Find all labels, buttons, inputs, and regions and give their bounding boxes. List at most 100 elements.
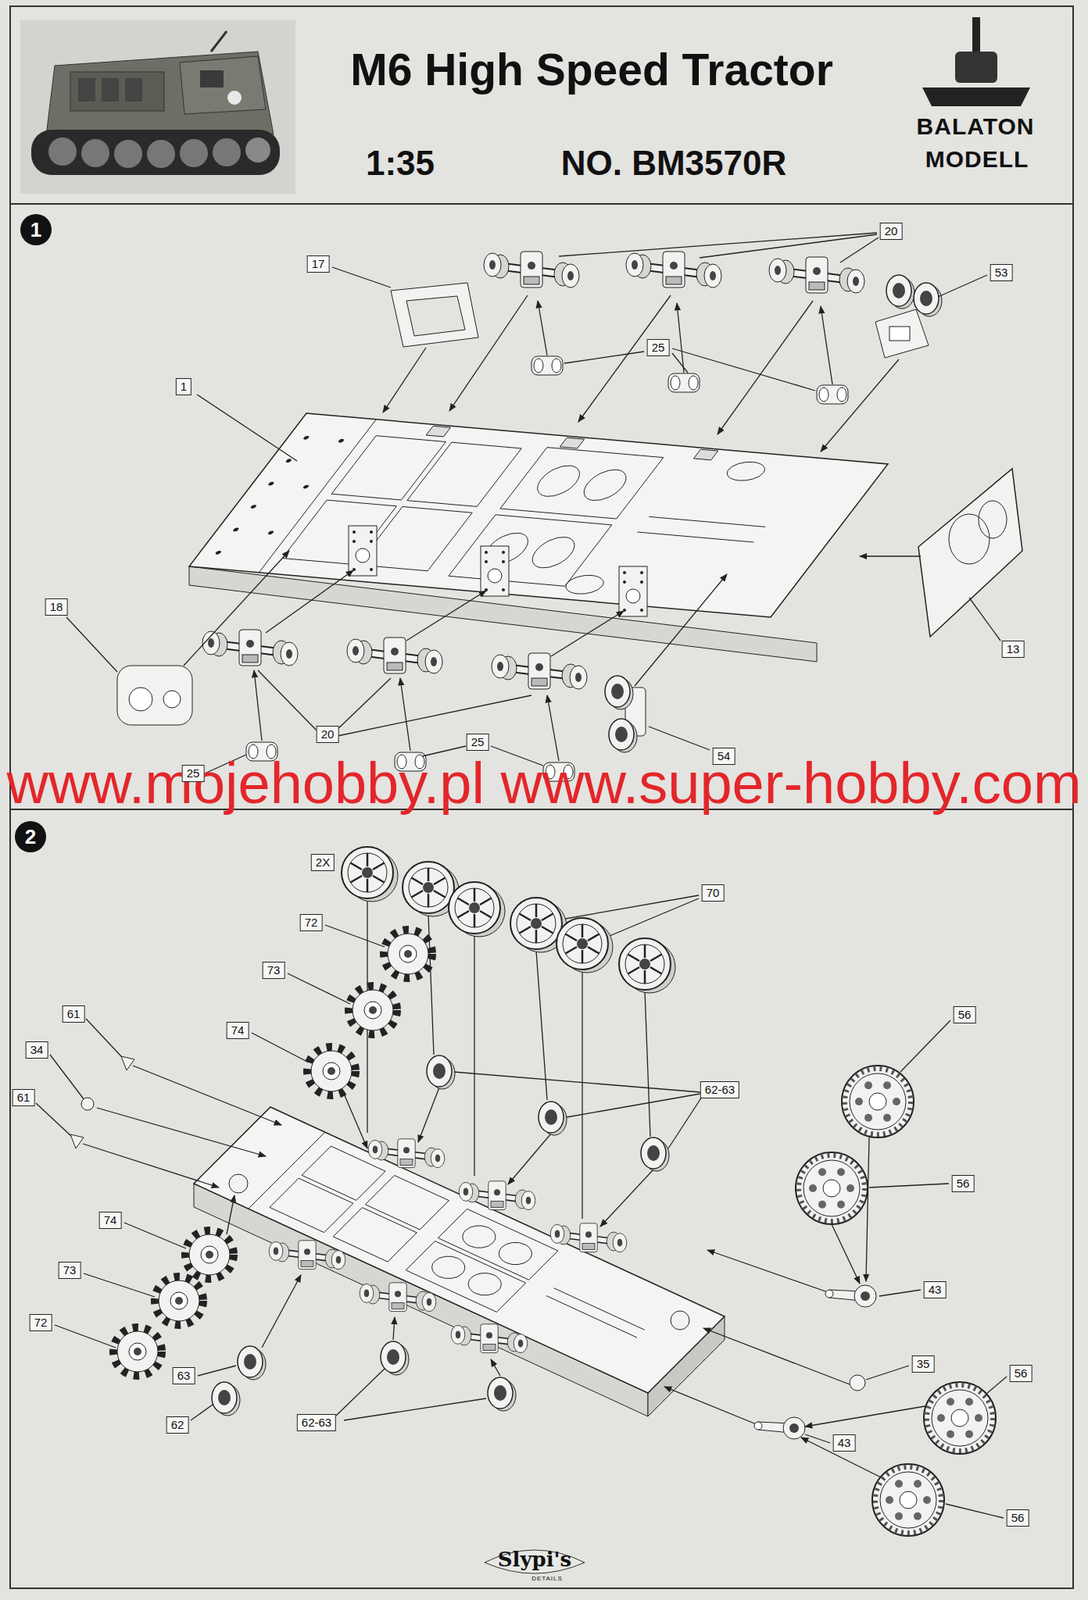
drawing-part (81, 1098, 94, 1111)
drawing-part (458, 1181, 536, 1211)
drawing-part (368, 1139, 445, 1169)
drawing-part (368, 1139, 445, 1169)
drawing-part (869, 1184, 949, 1189)
leader-lines-panel-2 (35, 895, 1007, 1519)
drawing-part (524, 536, 584, 570)
drawing-part (648, 726, 710, 751)
callout-number: 20 (316, 726, 340, 744)
drawing-part (879, 1290, 921, 1297)
drawing-part (35, 1103, 72, 1138)
callout-number: 18 (45, 598, 68, 616)
drawing-part (96, 1108, 266, 1157)
drawing-part (551, 611, 624, 657)
drawing-part (343, 1399, 487, 1421)
drawing-part (227, 90, 242, 105)
drawing-part (600, 1170, 654, 1228)
drawing-part (500, 447, 664, 519)
drawing-part (229, 1174, 248, 1194)
drawing-part (456, 1221, 502, 1253)
drawing-part (668, 373, 700, 393)
drawing-part (214, 436, 346, 559)
drawing-part (426, 1055, 455, 1090)
watermark: www.mojehobby.pl www.super-hobby.com (6, 755, 1081, 813)
drawing-part (769, 257, 865, 294)
drawing-part (307, 1048, 355, 1096)
drawing-part (560, 574, 610, 596)
callout-number: 63 (172, 1367, 196, 1386)
drawing-part (948, 514, 990, 565)
drawing-part (608, 719, 638, 753)
drawing-part (529, 464, 588, 498)
drawing-part (343, 1094, 368, 1149)
callout-number: 56 (953, 1006, 977, 1024)
drawing-part (70, 1134, 84, 1149)
drawing-part (50, 1055, 85, 1101)
drawing-part (349, 987, 397, 1035)
drawing-part (202, 629, 298, 666)
drawing-part (937, 275, 988, 298)
drawing-part (189, 413, 888, 618)
drawing-part (114, 1328, 162, 1376)
drawing-part (101, 78, 119, 102)
brand-text: Slypi's (497, 1548, 572, 1572)
callout-number: 35 (912, 1356, 935, 1374)
drawing-part (576, 468, 635, 502)
drawing-part (825, 1285, 877, 1308)
drawing-part (261, 1275, 301, 1349)
drawing-part (83, 1274, 155, 1298)
logo-text: BALATON (916, 113, 1035, 140)
drawing-part (972, 17, 981, 57)
drawing-part (554, 1288, 645, 1332)
drawing-part (359, 1283, 437, 1313)
drawing-part (672, 348, 816, 391)
drawing-part (237, 1346, 266, 1381)
drawing-part (365, 1176, 449, 1231)
drawing-part (473, 935, 475, 1177)
callout-number: 62-63 (700, 1081, 740, 1099)
drawing-part (132, 1066, 282, 1126)
callout-number: 54 (712, 748, 736, 766)
drawing-part (54, 1325, 116, 1349)
callout-number: 61 (12, 1089, 36, 1107)
drawing-part (114, 139, 143, 169)
drawing-part (267, 482, 276, 487)
brand-text: DETAILS (531, 1575, 563, 1583)
drawing-part (986, 1377, 1007, 1395)
drawing-part (547, 695, 559, 762)
drawing-part (31, 129, 280, 176)
drawing-part (866, 1366, 910, 1381)
callout-number: 61 (62, 1005, 86, 1024)
drawing-part (637, 532, 754, 543)
drawing-part (487, 1377, 516, 1412)
drawing-part (406, 590, 487, 641)
drawing-part (805, 1405, 935, 1428)
drawing-part (461, 1269, 508, 1301)
drawing-part (146, 139, 176, 169)
drawing-part (449, 295, 528, 412)
drawing-part (337, 695, 532, 737)
heading-text: 1:35 (365, 143, 435, 183)
step-number: 2 (14, 821, 47, 853)
drawing-part (425, 1252, 472, 1284)
drawing-part (546, 1296, 638, 1339)
drawing-part (302, 436, 311, 441)
drawing-part (211, 31, 227, 52)
drawing-part (672, 353, 688, 373)
callout-number: 62 (166, 1417, 190, 1435)
drawing-part (287, 973, 351, 1005)
drawing-part (341, 847, 398, 902)
drawing-part (969, 597, 1001, 641)
drawing-part (703, 1328, 850, 1386)
drawing-part (699, 234, 877, 258)
drawing-part (267, 530, 276, 535)
drawing-part (889, 326, 910, 341)
drawing-part (380, 1342, 409, 1376)
drawing-part (841, 1066, 914, 1139)
drawing-part (634, 574, 727, 687)
drawing-part (670, 1311, 690, 1331)
drawing-part (232, 527, 240, 532)
drawing-part (179, 56, 266, 115)
drawing-part (265, 570, 354, 634)
drawing-part (450, 1324, 528, 1354)
